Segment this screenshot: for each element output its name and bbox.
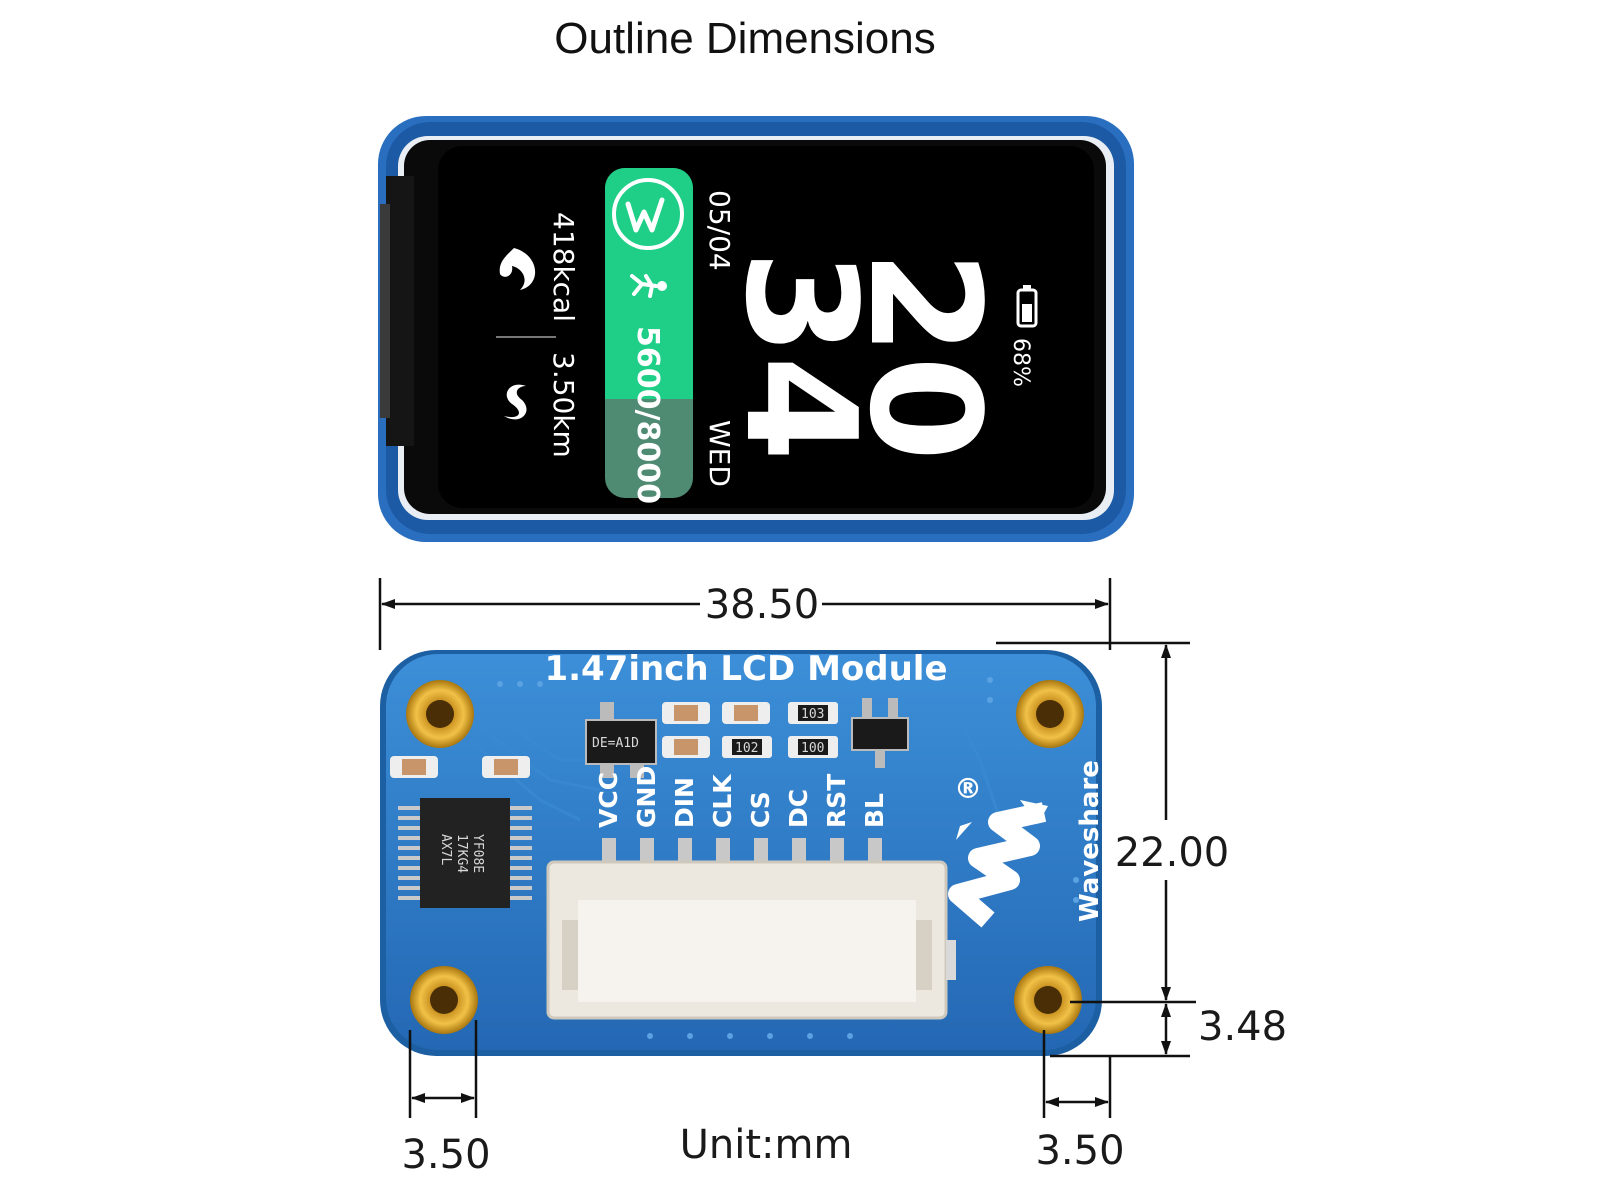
resistor-100: 100	[788, 736, 838, 758]
pin-label-cs: CS	[746, 791, 775, 828]
screen-logo-icon	[612, 178, 684, 250]
unit-label: Unit:mm	[680, 1122, 853, 1168]
flame-icon	[499, 248, 536, 290]
dimension-lines	[378, 578, 1196, 1118]
lcd-front-view: 5600/8000 20 34 05/04 WED 68% 418kcal 3.…	[378, 116, 1134, 542]
pin-label-din: DIN	[670, 777, 699, 828]
board-name: 1.47inch LCD Module	[544, 649, 947, 689]
pin-label-gnd: GND	[632, 766, 661, 828]
brand-name: Waveshare	[1075, 760, 1105, 922]
driver-ic-marking-1: YF08E	[470, 834, 485, 873]
pin-label-clk: CLK	[708, 773, 737, 828]
dimension-height: 22.00	[1115, 830, 1230, 876]
battery-percent: 68%	[1008, 338, 1033, 387]
clock-minutes: 34	[712, 250, 889, 462]
registered-mark: ®	[954, 772, 982, 805]
diagram-title: Outline Dimensions	[554, 14, 936, 63]
distance-label: 3.50km	[547, 352, 580, 458]
regulator-marking: DE=A1D	[592, 736, 639, 751]
dimension-hole-left: 3.50	[401, 1132, 490, 1178]
pcb-back-view: 1.47inch LCD Module DE=A1D 1	[380, 649, 1105, 1056]
stats-divider	[496, 336, 556, 338]
transistor	[851, 698, 909, 768]
waveshare-logo-icon	[948, 800, 1048, 928]
driver-ic-marking-2: 17KG4	[454, 834, 469, 873]
resistor-102: 102	[722, 736, 772, 758]
regulator-chip: DE=A1D	[585, 702, 657, 778]
clock-hours: 20	[836, 250, 1013, 462]
svg-text:100: 100	[801, 741, 824, 756]
distance-icon	[504, 384, 527, 420]
svg-text:102: 102	[735, 741, 758, 756]
driver-ic-marking-3: AX7L	[438, 834, 453, 865]
pin-label-bl: BL	[860, 793, 889, 828]
connector-housing	[546, 860, 956, 1020]
pin-label-dc: DC	[784, 789, 813, 828]
pin-label-vcc: VCC	[594, 772, 623, 828]
battery-icon	[1016, 285, 1038, 328]
weekday-label: WED	[703, 420, 736, 487]
driver-ic: YF08E 17KG4 AX7L	[398, 798, 532, 908]
svg-text:103: 103	[801, 707, 824, 722]
calories-label: 418kcal	[547, 212, 580, 322]
walker-icon	[630, 274, 667, 298]
capacitor-row	[390, 702, 770, 778]
fpc-cable	[386, 176, 414, 446]
dimension-width: 38.50	[705, 582, 820, 628]
date-label: 05/04	[703, 190, 736, 271]
lcd-screen	[438, 146, 1094, 508]
steps-count: 5600/8000	[630, 326, 665, 504]
dimension-hole-vertical: 3.48	[1198, 1004, 1287, 1050]
pin-label-rst: RST	[822, 774, 851, 828]
resistor-103: 103	[788, 702, 838, 724]
dimension-hole-right: 3.50	[1035, 1128, 1124, 1174]
